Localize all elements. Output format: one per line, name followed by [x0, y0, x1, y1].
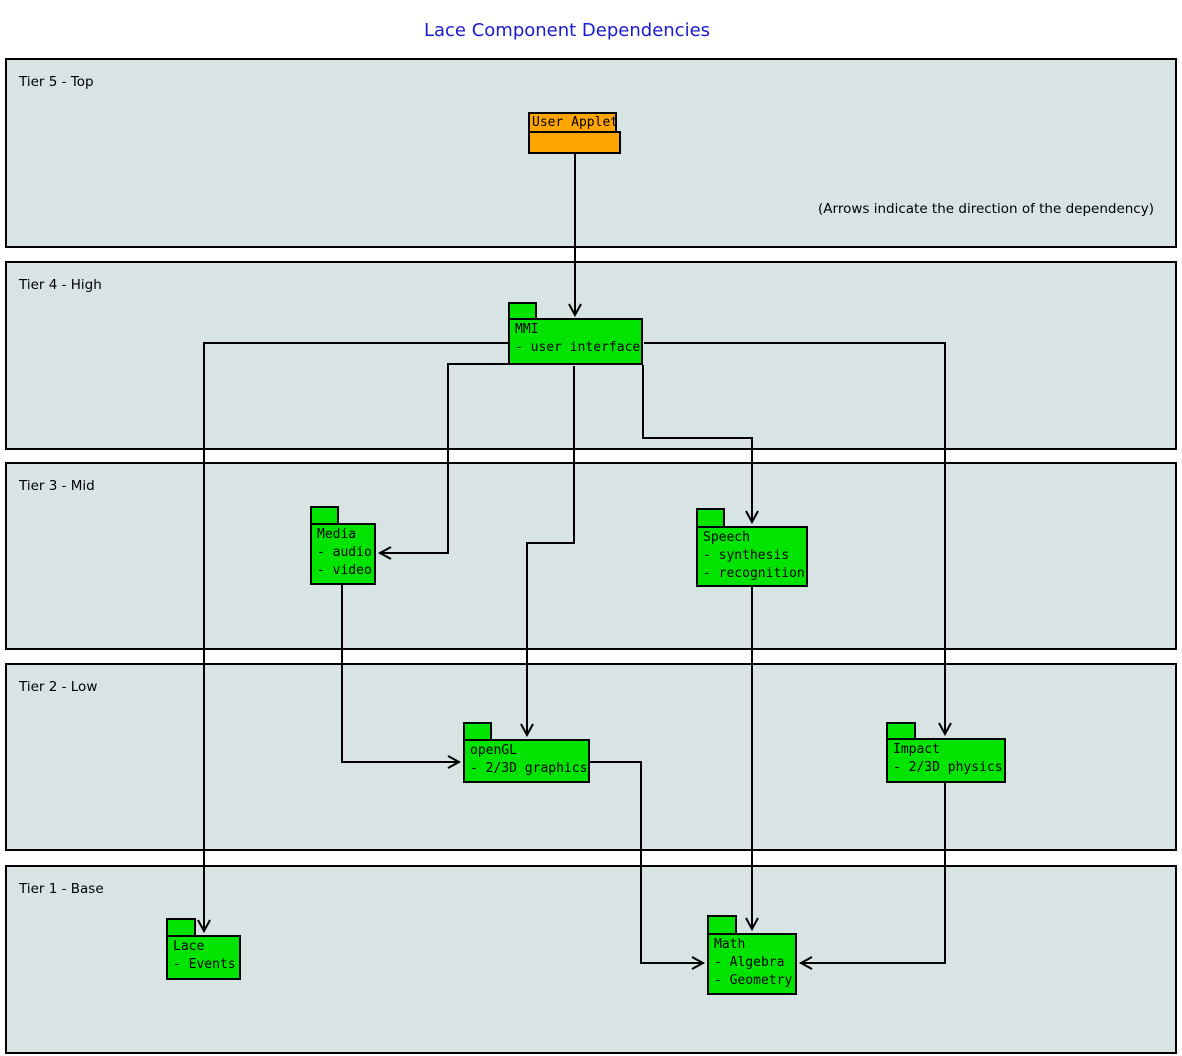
package-body: openGL - 2/3D graphics: [463, 739, 590, 783]
component-mmi: MMI - user interface: [508, 302, 643, 365]
component-math: Math - Algebra - Geometry: [707, 915, 797, 995]
package-tab: User Applet: [528, 112, 618, 133]
package-body: [528, 131, 621, 154]
tier-1-label: Tier 1 - Base: [19, 881, 104, 897]
package-body: Impact - 2/3D physics: [886, 738, 1006, 783]
package-tab: [707, 915, 737, 935]
dependency-note: (Arrows indicate the direction of the de…: [818, 201, 1154, 217]
package-body: MMI - user interface: [508, 318, 643, 365]
component-opengl: openGL - 2/3D graphics: [463, 722, 590, 783]
component-media: Media - audio - video: [310, 506, 376, 585]
tier-2-label: Tier 2 - Low: [19, 679, 98, 695]
package-body: Media - audio - video: [310, 523, 376, 585]
component-lace: Lace - Events: [166, 918, 241, 980]
tier-4-band: Tier 4 - High: [5, 261, 1177, 450]
tier-4-label: Tier 4 - High: [19, 277, 102, 293]
tier-3-label: Tier 3 - Mid: [19, 478, 95, 494]
component-user-applet: User Applet: [528, 112, 621, 154]
package-body: Lace - Events: [166, 935, 241, 980]
component-impact: Impact - 2/3D physics: [886, 722, 1006, 783]
component-speech: Speech - synthesis - recognition: [696, 508, 808, 587]
tier-5-label: Tier 5 - Top: [19, 74, 94, 90]
package-body: Math - Algebra - Geometry: [707, 933, 797, 995]
page-title: Lace Component Dependencies: [423, 20, 711, 41]
package-tab: [696, 508, 725, 528]
package-body: Speech - synthesis - recognition: [696, 526, 808, 587]
tier-3-band: Tier 3 - Mid: [5, 462, 1177, 650]
